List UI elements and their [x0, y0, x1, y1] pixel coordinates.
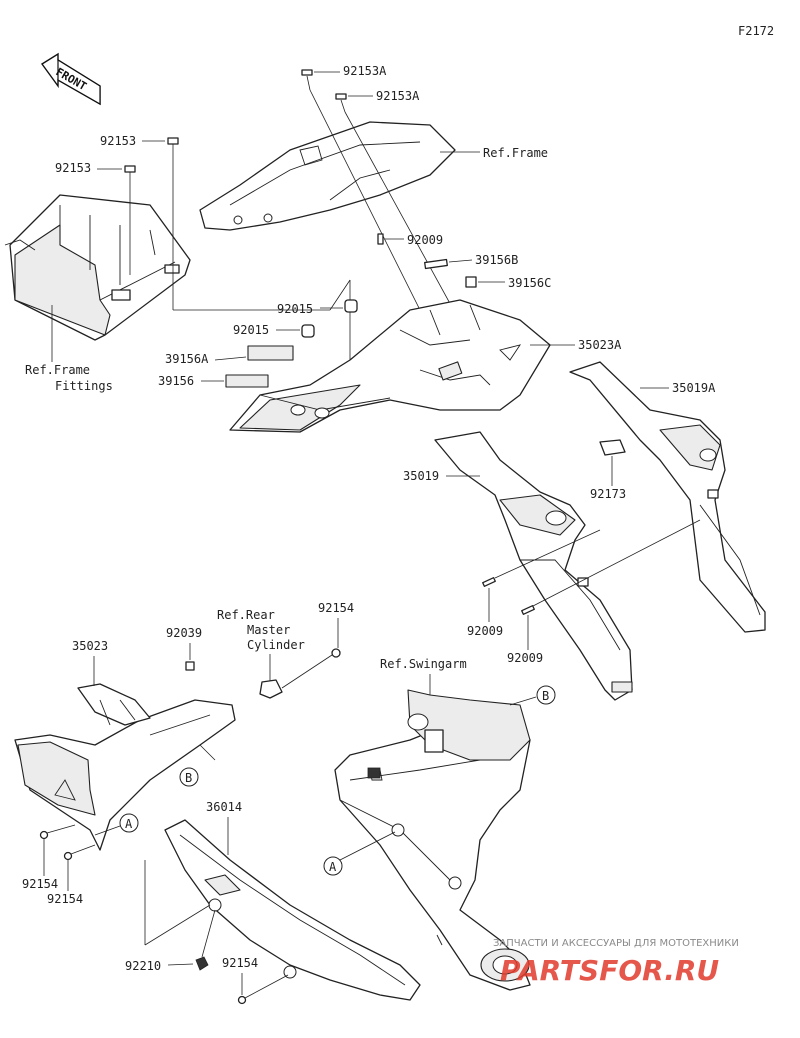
marker-b-1: B — [185, 771, 192, 785]
seat-cowl-35023A-part — [229, 299, 551, 433]
callout-35023: 35023 — [72, 639, 108, 653]
pin-92009-top — [377, 233, 384, 245]
front-arrow-icon: FRONT — [40, 52, 101, 106]
pad-39156 — [225, 374, 269, 388]
bolt-92153-1 — [167, 137, 179, 310]
callout-92015-2: 92015 — [233, 323, 269, 337]
callout-92015-1: 92015 — [277, 302, 313, 316]
callout-92154-l1: 92154 — [22, 877, 58, 891]
callout-ref-frame-fittings-1: Ref.Frame — [25, 363, 90, 377]
watermark-brand: PARTSFOR.RU — [500, 954, 719, 987]
bolt-92154-bottom — [237, 974, 289, 1005]
mudguard-35023-part — [14, 683, 236, 851]
callout-92009-top: 92009 — [407, 233, 443, 247]
callout-ref-rear-1: Ref.Rear — [217, 608, 275, 622]
bracket-35019-part — [434, 431, 633, 701]
callout-35019: 35019 — [403, 469, 439, 483]
callout-ref-rear-3: Cylinder — [247, 638, 305, 652]
bolt-92153A-1 — [301, 69, 313, 91]
marker-a-circle-1 — [119, 813, 139, 833]
watermark-logo: ЗАПЧАСТИ И АКСЕССУАРЫ ДЛЯ МОТОТЕХНИКИ PA… — [493, 938, 739, 987]
marker-a-2: A — [329, 860, 337, 874]
ref-frame-part — [199, 121, 456, 231]
callout-92009-a: 92009 — [467, 624, 503, 638]
callout-92153-1: 92153 — [100, 134, 136, 148]
callout-39156C: 39156C — [508, 276, 551, 290]
grommet-92015-1 — [344, 299, 358, 313]
bolt-92009-a — [482, 529, 601, 587]
callout-92154-top: 92154 — [318, 601, 354, 615]
callout-92153A-1: 92153A — [343, 64, 387, 78]
marker-b-2: B — [542, 689, 549, 703]
callout-92153-2: 92153 — [55, 161, 91, 175]
callout-ref-frame: Ref.Frame — [483, 146, 548, 160]
callout-ref-frame-fittings-2: Fittings — [55, 379, 113, 393]
marker-b-circle-1 — [179, 767, 199, 787]
bolt-92153A-2 — [335, 93, 347, 113]
callout-35023A: 35023A — [578, 338, 622, 352]
bolt-92154-top — [331, 648, 341, 658]
swingarm-part — [334, 689, 531, 991]
bolt-92153-2 — [124, 165, 136, 275]
callout-92154-l2: 92154 — [47, 892, 83, 906]
marker-a-1: A — [125, 817, 133, 831]
callout-35019A: 35019A — [672, 381, 716, 395]
grommet-92015-2 — [301, 324, 315, 338]
marker-a-circle-2 — [323, 856, 343, 876]
ref-frame-fittings-part — [4, 194, 191, 341]
clip-92173 — [599, 439, 626, 456]
callout-92154-bottom: 92154 — [222, 956, 258, 970]
callout-39156: 39156 — [158, 374, 194, 388]
master-cylinder-clip — [259, 654, 333, 699]
nut-92210 — [195, 909, 216, 971]
clip-92039 — [185, 661, 195, 671]
callout-92210: 92210 — [125, 959, 161, 973]
bolt-92154-l2 — [63, 844, 96, 861]
bolt-92009-b — [521, 519, 701, 615]
callout-92153A-2: 92153A — [376, 89, 420, 103]
callout-92173: 92173 — [590, 487, 626, 501]
callout-ref-swingarm: Ref.Swingarm — [380, 657, 467, 671]
pad-39156C — [465, 276, 477, 288]
watermark-tagline: ЗАПЧАСТИ И АКСЕССУАРЫ ДЛЯ МОТОТЕХНИКИ — [493, 938, 739, 949]
callout-92039: 92039 — [166, 626, 202, 640]
callout-39156B: 39156B — [475, 253, 518, 267]
diagram-code: F2172 — [738, 24, 774, 38]
callout-92009-b: 92009 — [507, 651, 543, 665]
pad-39156A — [247, 345, 294, 361]
marker-b-circle-2 — [536, 685, 556, 705]
bolt-92154-l1 — [39, 824, 76, 840]
callout-36014: 36014 — [206, 800, 242, 814]
callout-ref-rear-2: Master — [247, 623, 290, 637]
chain-guard-36014-part — [164, 819, 421, 1001]
callout-39156A: 39156A — [165, 352, 209, 366]
pad-39156B — [424, 258, 448, 270]
bracket-35019A-part — [569, 361, 766, 633]
